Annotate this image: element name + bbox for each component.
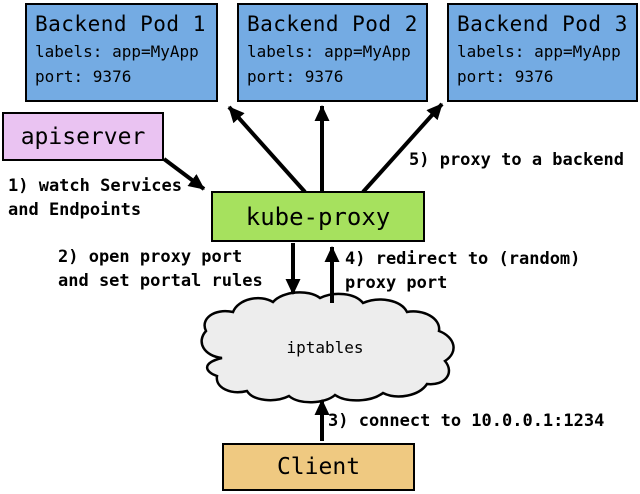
pod-1-title: Backend Pod 1 <box>35 12 206 36</box>
annotation-step4-redirect: 4) redirect to (random) proxy port <box>345 249 581 293</box>
apiserver-label: apiserver <box>20 123 146 150</box>
pod-3-labels: labels: app=MyApp <box>457 42 621 61</box>
pod-1-port: port: 9376 <box>35 67 132 86</box>
client-label: Client <box>276 454 361 480</box>
annotation-step1-watch-services: 1) watch Services and Endpoints <box>8 176 182 220</box>
arrow-kubeproxy-to-pod1 <box>227 105 307 194</box>
kube-proxy-label: kube-proxy <box>245 202 391 231</box>
pod-3-port: port: 9376 <box>457 67 554 86</box>
backend-pod-3-box: Backend Pod 3 labels: app=MyApp port: 93… <box>447 3 638 102</box>
annotation-step5-proxy-backend: 5) proxy to a backend <box>409 150 624 170</box>
client-box: Client <box>222 443 415 491</box>
iptables-label: iptables <box>286 338 364 357</box>
pod-1-labels: labels: app=MyApp <box>35 42 199 61</box>
apiserver-box: apiserver <box>2 112 164 161</box>
backend-pod-2-box: Backend Pod 2 labels: app=MyApp port: 93… <box>237 3 428 102</box>
backend-pod-1-box: Backend Pod 1 labels: app=MyApp port: 93… <box>25 3 218 102</box>
pod-3-title: Backend Pod 3 <box>457 12 628 36</box>
annotation-step3-connect: 3) connect to 10.0.0.1:1234 <box>328 411 605 431</box>
annotation-step2-open-proxy-port: 2) open proxy port and set portal rules <box>58 247 263 291</box>
pod-2-port: port: 9376 <box>247 67 344 86</box>
kube-proxy-box: kube-proxy <box>211 191 425 242</box>
pod-2-labels: labels: app=MyApp <box>247 42 411 61</box>
pod-2-title: Backend Pod 2 <box>247 12 418 36</box>
